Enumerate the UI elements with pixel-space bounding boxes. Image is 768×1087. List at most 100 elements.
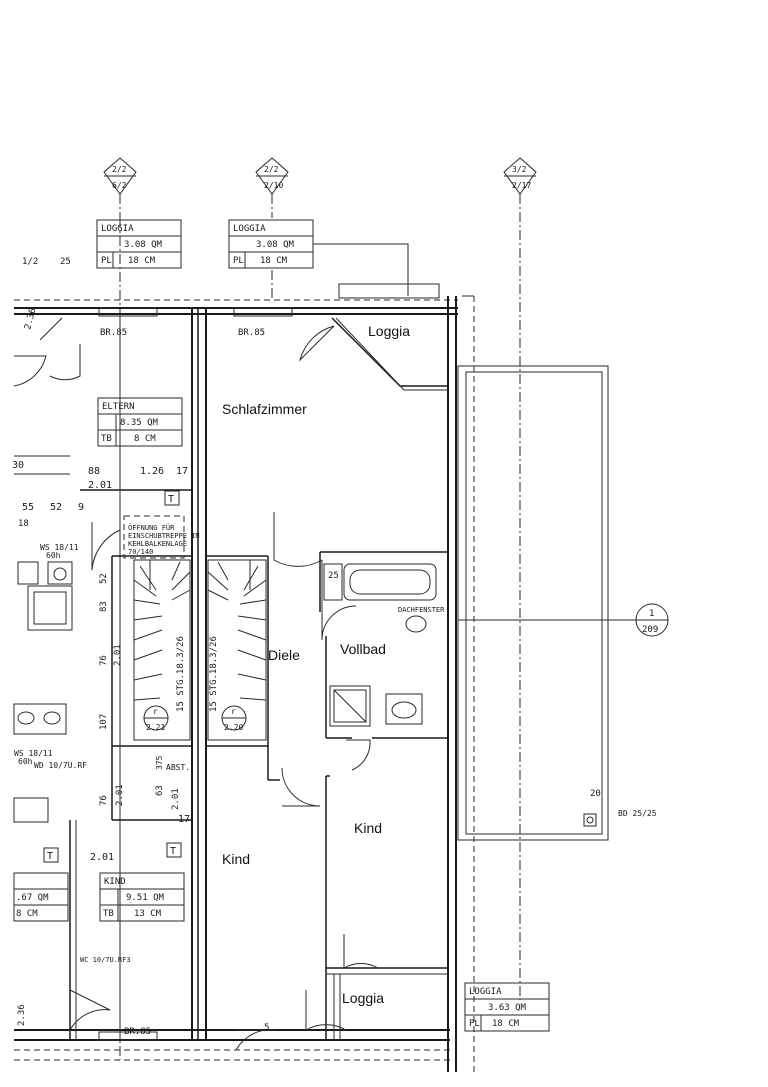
dim-375: 375	[155, 755, 164, 770]
dim-55: 55	[22, 502, 34, 513]
dim-half: 1/2	[22, 257, 38, 267]
dim-abst: ABST.	[166, 763, 190, 772]
stair-left-circle-top: r	[153, 707, 158, 716]
kind-box-area: 9.51 QM	[126, 893, 165, 903]
t-marker-2: T	[166, 842, 182, 858]
dim-201b: 2.01	[113, 644, 123, 666]
t-marker-1: T	[164, 490, 180, 506]
dim-52: 52	[50, 502, 62, 513]
dim-ws1: WS 18/11	[40, 543, 79, 552]
left-partial-box: .67 QM 8 CM	[13, 872, 69, 922]
eltern-box: ELTERN 8.35 QM TB 8 CM	[97, 397, 183, 447]
dim-17a: 17	[176, 466, 188, 477]
dimension-labels: BR.85 BR.85 BR.85 1.26 2.01 88 17 17 2.0…	[12, 257, 657, 1037]
dim-88: 88	[88, 466, 100, 477]
room-kind-left: Kind	[222, 851, 250, 867]
toilet	[405, 615, 427, 633]
opening-line-1: ÖFFNUNG FÜR	[128, 523, 175, 532]
staircase-left: r 2.21 15 STG.18.3/26	[133, 559, 191, 741]
section-marker: 1 209	[635, 603, 669, 637]
room-loggia-top: Loggia	[368, 323, 410, 339]
dim-20: 20	[590, 789, 601, 799]
stair-right-circle-bottom: 2.20	[224, 723, 243, 732]
kind-box-height: 13 CM	[134, 909, 162, 919]
left-partial-area: .67 QM	[16, 893, 49, 903]
dim-201d: 2.01	[115, 784, 125, 806]
stair-right-label: 15 STG.18.3/26	[209, 636, 219, 712]
dim-76a: 76	[99, 655, 109, 666]
axis-marker-2: 2/2 2/10	[255, 157, 289, 218]
dim-201e: 2.01	[171, 788, 181, 810]
stair-left-label: 15 STG.18.3/26	[176, 636, 186, 712]
washbasin	[385, 693, 423, 725]
dim-201a: 2.01	[88, 480, 112, 491]
t-marker-3: T	[43, 847, 59, 863]
eltern-box-height: 8 CM	[134, 434, 156, 444]
axis-3-bottom: 2/17	[512, 181, 531, 190]
svg-text:T: T	[168, 494, 174, 505]
axis-3-top: 3/2	[512, 165, 527, 174]
loggia-box-1-code: PL	[101, 256, 112, 266]
room-loggia-bottom: Loggia	[342, 990, 384, 1006]
axis-1-top: 2/2	[112, 165, 127, 174]
dim-9: 9	[78, 502, 84, 513]
stair-right-circle-top: r	[231, 707, 236, 716]
axis-2-top: 2/2	[264, 165, 279, 174]
dim-5: 5	[264, 1023, 269, 1033]
opening-line-3: KEHLBALKENLAGE	[128, 540, 187, 548]
dim-ws1b: 60h	[46, 551, 61, 560]
loggia-box-2-height: 18 CM	[260, 256, 288, 266]
interior-walls	[14, 308, 448, 1040]
room-kind-right: Kind	[354, 820, 382, 836]
eltern-box-title: ELTERN	[102, 402, 135, 412]
dim-bd: BD 25/25	[618, 809, 657, 818]
dim-30: 30	[12, 460, 24, 471]
kind-box-code: TB	[103, 909, 114, 919]
kind-box: KIND 9.51 QM TB 13 CM	[99, 872, 185, 922]
opening-line-4: 70/140	[128, 548, 153, 556]
dim-17b: 17	[178, 814, 190, 825]
loggia-box-1-height: 18 CM	[128, 256, 156, 266]
bathtub	[323, 563, 437, 601]
dim-dachfenster: DACHFENSTER	[398, 606, 445, 614]
dim-236-top: 2.36	[23, 307, 38, 331]
dim-25: 25	[60, 257, 71, 267]
dim-107: 107	[99, 714, 109, 730]
dim-wd: WD 10/7U.RF	[34, 761, 87, 770]
loggia-box-3-title: LOGGIA	[469, 987, 502, 997]
loggia-box-2-code: PL	[233, 256, 244, 266]
roof-outline	[457, 365, 640, 841]
dim-126: 1.26	[140, 466, 164, 477]
loggia-box-1-title: LOGGIA	[101, 224, 134, 234]
dim-25b: 25	[328, 571, 339, 581]
loggia-box-1: LOGGIA 3.08 QM PL 18 CM	[96, 219, 182, 269]
stair-left-circle-bottom: 2.21	[146, 723, 165, 732]
dim-br85-a: BR.85	[100, 328, 127, 338]
dim-br85-c: BR.85	[124, 1027, 151, 1037]
room-vollbad: Vollbad	[340, 641, 386, 657]
dim-br85-b: BR.85	[238, 328, 265, 338]
eltern-box-code: TB	[101, 434, 112, 444]
shower-tray	[329, 685, 371, 727]
dim-83: 83	[99, 601, 109, 612]
loggia-box-1-area: 3.08 QM	[124, 240, 163, 250]
axis-marker-3: 3/2 2/17	[503, 157, 537, 1000]
dim-201c: 2.01	[90, 852, 114, 863]
loggia-box-3-code: PL	[469, 1019, 480, 1029]
axis-marker-1: 2/2 6/2	[103, 157, 137, 218]
svg-text:T: T	[170, 846, 176, 857]
loggia-box-3-height: 18 CM	[492, 1019, 520, 1029]
loggia-box-2-title: LOGGIA	[233, 224, 266, 234]
room-schlafzimmer: Schlafzimmer	[222, 401, 307, 417]
section-bottom: 209	[642, 625, 658, 635]
dim-ws2: WS 18/11	[14, 749, 53, 758]
dim-236-bottom: 2.36	[17, 1004, 27, 1026]
section-top: 1	[649, 609, 654, 619]
axis-1-bottom: 6/2	[112, 181, 127, 190]
svg-text:T: T	[47, 851, 53, 862]
room-diele: Diele	[268, 647, 300, 663]
loggia-box-3: LOGGIA 3.63 QM PL 18 CM	[464, 982, 550, 1032]
left-partial-height: 8 CM	[16, 909, 38, 919]
door-swings	[13, 325, 379, 1051]
